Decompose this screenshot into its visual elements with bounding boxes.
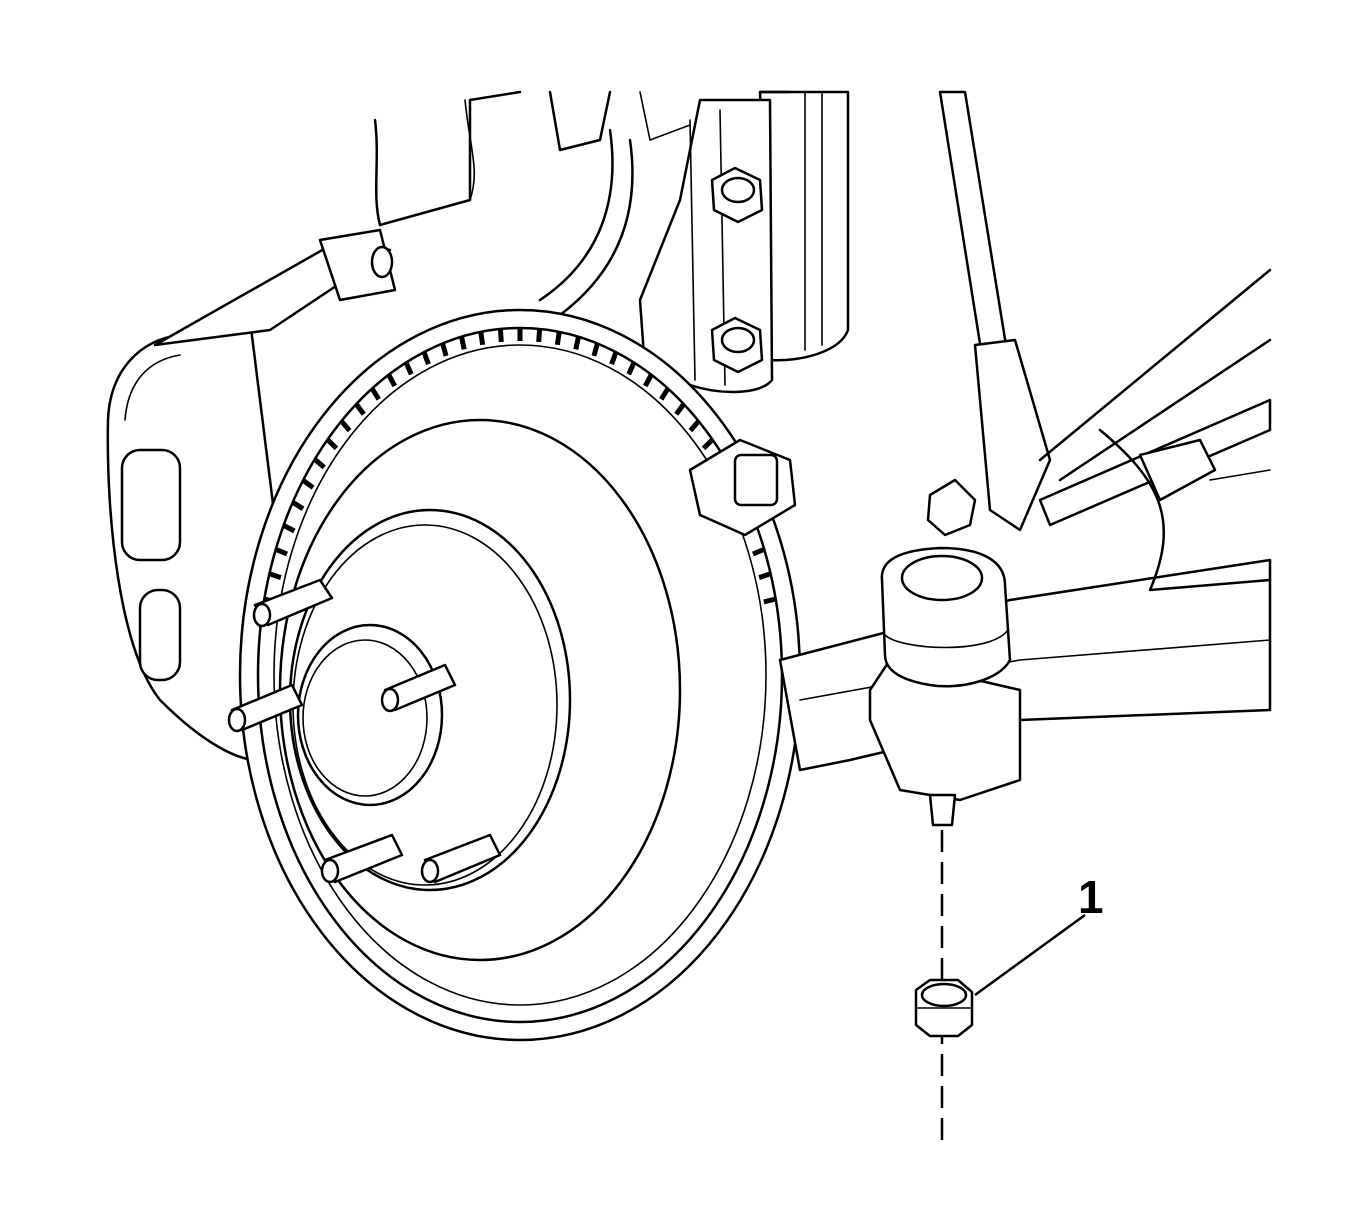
rotor-vane-tick: [301, 478, 315, 490]
rotor-vane-tick: [313, 457, 326, 470]
rotor-vane-tick: [440, 342, 449, 357]
rotor-vanes: [263, 328, 777, 605]
rotor-vane-tick: [291, 500, 305, 511]
rotor-vane-tick: [274, 546, 288, 557]
rotor-vane-tick: [325, 437, 339, 451]
rotor-vane-tick: [354, 402, 366, 416]
knuckle-bolt-lower: [710, 316, 764, 374]
rotor-vane-tick: [752, 546, 766, 557]
rotor-vane-tick: [459, 336, 467, 350]
rotor-vane-tick: [497, 328, 504, 343]
wheel-stud: [227, 683, 304, 733]
sensor-connector: [688, 438, 797, 537]
rotor-vane-tick: [268, 571, 282, 580]
rotor-vane-tick: [369, 387, 381, 401]
rotor-vane-tick: [701, 437, 715, 451]
rotor-vane-tick: [478, 331, 486, 346]
rotor-vane-tick: [282, 523, 296, 534]
rotor-vane-tick: [609, 351, 619, 366]
ball-joint: [868, 546, 1022, 827]
rotor-vane-tick: [421, 351, 431, 366]
wheel-stud: [252, 578, 334, 628]
rotor-vane-tick: [591, 342, 600, 357]
rotor-vane-tick: [536, 328, 543, 343]
rotor-vane-tick: [758, 571, 772, 580]
wheel-studs: [227, 578, 502, 884]
tie-rod: [1038, 268, 1272, 527]
rotor-vane-tick: [688, 419, 701, 433]
rotor-vane-tick: [386, 373, 397, 388]
stabilizer-link: [926, 90, 1052, 537]
rotor-vane-tick: [643, 373, 654, 388]
callout-label-1: 1: [1078, 871, 1104, 923]
knuckle-bolt-upper: [710, 166, 764, 224]
ball-joint-nut: [914, 978, 974, 1038]
wheel-hub: [296, 623, 444, 807]
wheel-stud: [320, 833, 404, 884]
subframe: [1098, 428, 1272, 592]
rotor-vane-tick: [554, 331, 562, 346]
rotor-vane-tick: [403, 361, 414, 376]
strut-assembly: [758, 90, 850, 362]
brake-caliper: [106, 228, 397, 762]
rotor-vane-tick: [674, 402, 686, 416]
rotor-vane-tick: [763, 596, 777, 605]
rotor-vane-tick: [339, 419, 352, 433]
callout-leader-line: [974, 913, 1086, 997]
wheel-stud: [420, 833, 502, 884]
rotor-vane-tick: [573, 336, 581, 350]
lower-control-arm: [778, 558, 1272, 772]
brake-hose: [538, 128, 634, 317]
wheel-stud: [380, 663, 457, 713]
upper-frame-bracket: [373, 90, 691, 227]
rotor-vane-tick: [626, 361, 637, 376]
rotor-vane-tick: [659, 387, 671, 401]
